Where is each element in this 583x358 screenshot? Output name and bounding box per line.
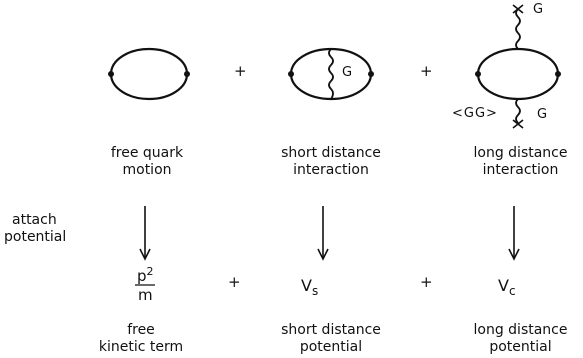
plus-sign: + — [420, 273, 433, 291]
long-potential-caption: long distance potential — [473, 322, 568, 355]
arrow-short — [317, 206, 329, 261]
bottom-external-gluon — [515, 98, 521, 124]
long-distance-loop — [475, 4, 561, 129]
attach-potential-caption: attach potential — [4, 212, 67, 245]
plus-sign: + — [234, 62, 247, 80]
bottom-gluon-cross — [512, 119, 524, 129]
condensate-label: <GG> — [452, 106, 498, 121]
gluon-label: G — [342, 65, 353, 80]
top-gluon-cross — [512, 4, 524, 14]
free-kinetic-caption: free kinetic term — [98, 322, 184, 355]
long-distance-potential-symbol: Vc — [498, 276, 516, 299]
kinetic-denominator: m — [138, 286, 153, 304]
free-quark-caption: free quark motion — [110, 145, 184, 178]
plus-sign: + — [228, 273, 241, 291]
gluon-top-label: G — [533, 2, 544, 17]
long-distance-caption: long distance interaction — [473, 145, 568, 178]
short-potential-caption: short distance potential — [281, 322, 381, 355]
internal-gluon-line — [328, 48, 334, 100]
short-distance-loop — [288, 47, 374, 101]
arrow-long — [508, 206, 520, 261]
short-distance-potential-symbol: Vs — [301, 276, 319, 299]
gluon-bottom-label: G — [537, 107, 548, 122]
short-distance-caption: short distance interaction — [281, 145, 381, 178]
plus-sign: + — [420, 62, 433, 80]
arrow-free — [139, 206, 151, 261]
kinetic-numerator: p2 — [137, 265, 154, 285]
free-quark-loop — [108, 47, 190, 101]
top-external-gluon — [515, 8, 521, 50]
